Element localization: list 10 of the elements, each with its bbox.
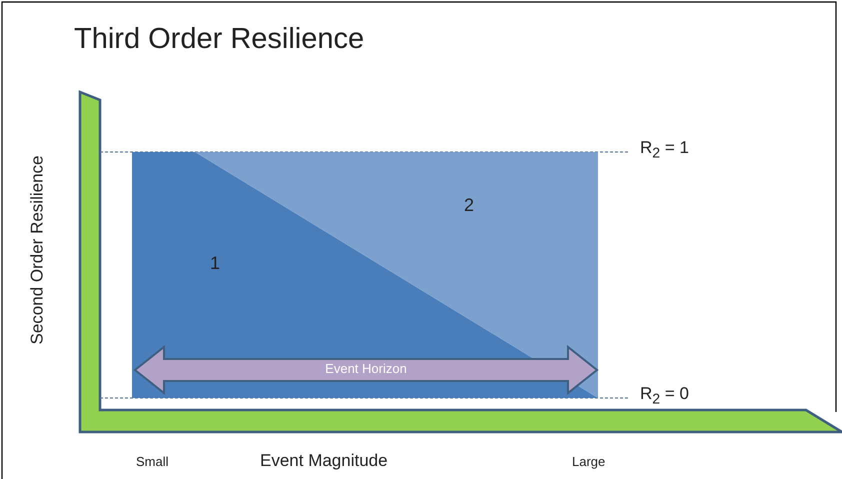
region-number: 2	[464, 196, 474, 216]
axis-end-label: Small	[136, 455, 169, 470]
axis-title: Second Order Resilience	[28, 156, 48, 344]
arrow-label: Event Horizon	[325, 362, 407, 376]
title: Third Order Resilience	[74, 24, 364, 56]
value-label: R$_{2}$ = 0	[640, 385, 689, 408]
axis-title: Event Magnitude	[260, 452, 388, 471]
value-label: R$_{2}$ = 1	[640, 139, 689, 162]
region-number: 1	[210, 254, 220, 274]
axis-end-label: Large	[572, 455, 606, 470]
